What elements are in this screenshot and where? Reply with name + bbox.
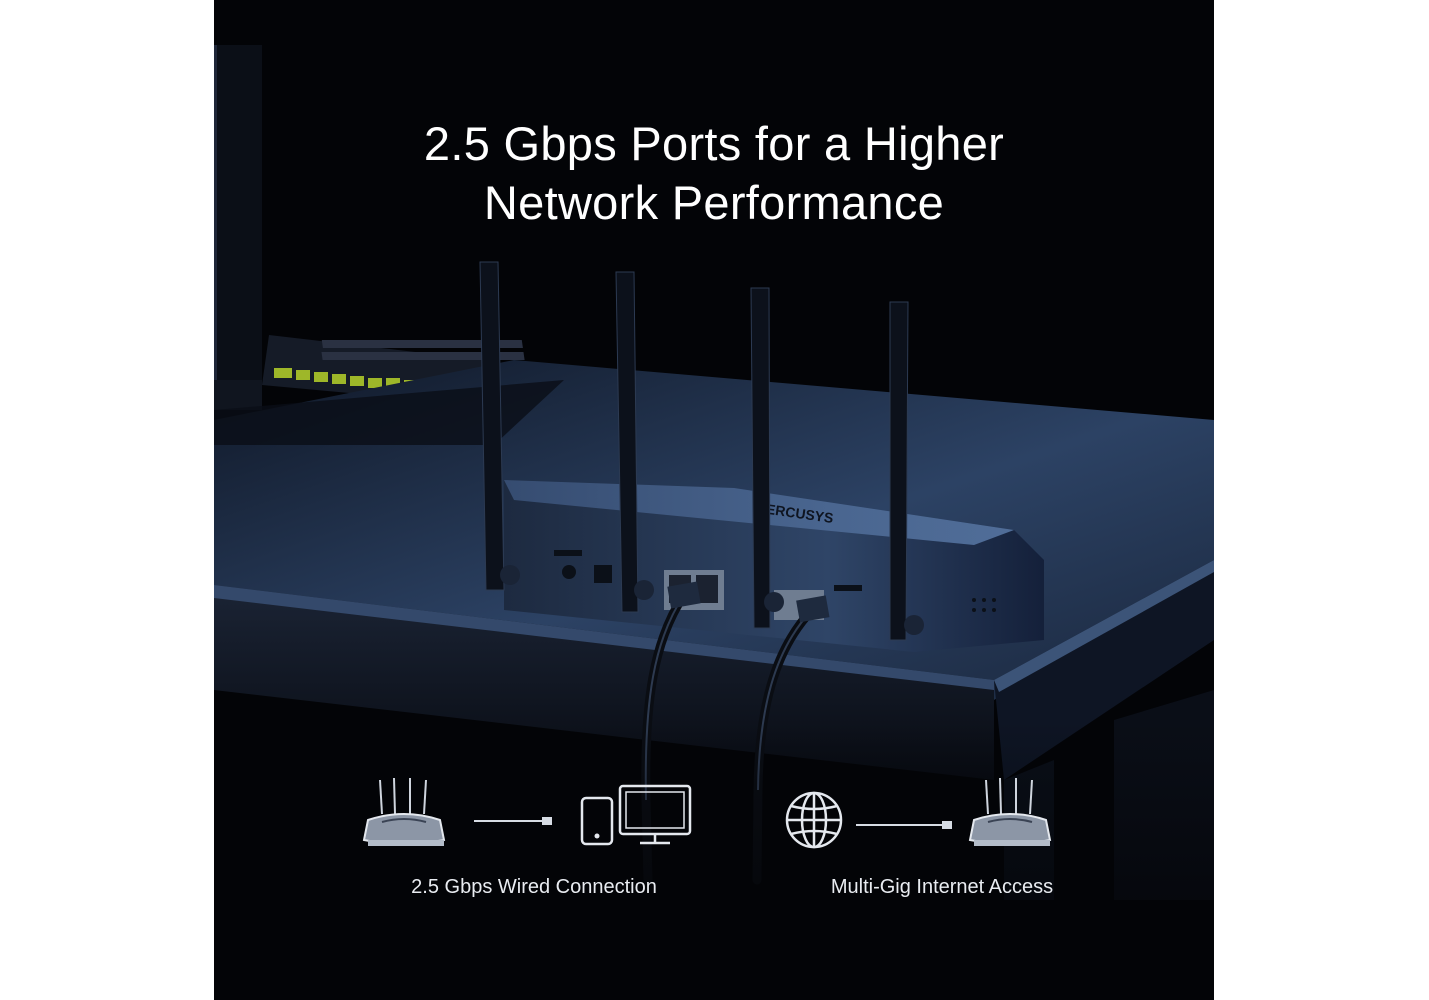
headline: 2.5 Gbps Ports for a Higher Network Perf…	[214, 114, 1214, 232]
feature-internet-caption: Multi-Gig Internet Access	[830, 876, 1054, 898]
feature-internet-icons	[785, 777, 1052, 849]
feature-wired-caption: 2.5 Gbps Wired Connection	[411, 876, 657, 898]
router-desk-photo: MERCUSYS	[214, 45, 1214, 1000]
page-margin-left	[0, 0, 214, 1000]
headline-line-2: Network Performance	[483, 176, 945, 229]
feature-internet-access: Multi-Gig Internet Access	[784, 770, 1084, 910]
cable-icon	[474, 817, 552, 825]
product-scene: MERCUSYS	[214, 0, 1214, 1000]
router-icon	[968, 777, 1052, 846]
cable-icon	[856, 821, 952, 829]
page-margin-right	[1214, 0, 1429, 1000]
headline-line-1: 2.5 Gbps Ports for a Higher	[423, 117, 1005, 170]
feature-wired-icons	[362, 777, 692, 846]
router-icon	[362, 777, 446, 846]
feature-wired-connection: 2.5 Gbps Wired Connection	[354, 770, 694, 910]
smartphone-icon	[580, 796, 614, 846]
desktop-monitor-icon	[618, 784, 692, 845]
globe-icon	[785, 791, 843, 849]
